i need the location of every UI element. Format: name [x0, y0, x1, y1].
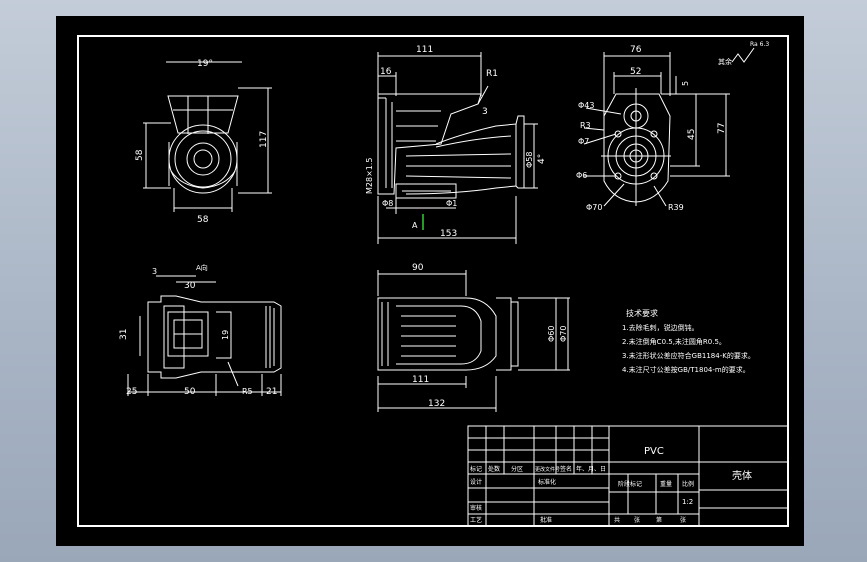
bottom-view: 90 Φ60 Φ70 111 132: [377, 263, 570, 412]
front-section-mark: A: [412, 221, 418, 230]
side-view: 76 52 5 Φ43 R3 Φ7 45 77 Φ6 Φ70 R39 其余 Ra…: [576, 41, 769, 212]
stage-mark: 阶段标记: [618, 480, 642, 488]
front-dia-left: M28×1.5: [365, 157, 374, 194]
a-width-top: 30: [184, 281, 196, 291]
top-height-left: 58: [135, 149, 145, 161]
front-overall-top: 111: [416, 45, 433, 55]
notes-item: 4.未注尺寸公差按GB/T1804-m的要求。: [622, 365, 750, 374]
front-dia-bottom-left: Φ8: [382, 199, 393, 208]
check-row: 审核: [470, 504, 482, 512]
weight-label: 重量: [660, 480, 672, 488]
a-offset-bottom-right: 21: [266, 387, 277, 397]
bottom-dia-inner: Φ60: [547, 326, 556, 342]
a-fillet: R5: [242, 387, 253, 396]
front-dia-right: Φ58: [525, 152, 534, 168]
side-height-inner: 45: [687, 129, 697, 140]
front-dia-bottom-right: Φ1: [446, 199, 457, 208]
a-height-left: 31: [119, 329, 129, 340]
notes-item: 2.未注倒角C0.5,未注圆角R0.5。: [622, 337, 726, 346]
material: PVC: [644, 446, 664, 457]
technical-notes: 技术要求 1.去除毛刺，锐边倒钝。 2.未注倒角C0.5,未注圆角R0.5。 3…: [622, 308, 755, 374]
front-taper: 4°: [537, 154, 547, 164]
sheet-word2: 张: [680, 516, 686, 524]
a-section-label: A向: [196, 263, 208, 272]
process-row: 工艺: [470, 516, 482, 524]
notes-item: 3.未注形状公差应符合GB1184-K的要求。: [622, 351, 755, 360]
side-r-base: R39: [668, 203, 684, 212]
sheet-word: 张: [634, 516, 640, 524]
count-col: 处数: [488, 465, 500, 473]
side-dia-small: Φ7: [578, 137, 589, 146]
bottom-width-mid: 111: [412, 375, 429, 385]
scale-value: 1:2: [682, 498, 693, 506]
bottom-width-bottom: 132: [428, 399, 445, 409]
side-width-outer: 76: [630, 45, 642, 55]
top-width: 58: [197, 215, 209, 225]
notes-item: 1.去除毛刺，锐边倒钝。: [622, 323, 699, 332]
side-dia-bolt: Φ6: [576, 171, 587, 180]
front-fillet-top: R1: [486, 69, 498, 79]
a-width-bottom: 50: [184, 387, 196, 397]
drawing-canvas: 19° 58 58 117 111 16 R1 3 M2: [56, 16, 804, 546]
side-dia-base: Φ70: [586, 203, 602, 212]
a-section-view: 3 A向 30 31 19 25 50 R5 21: [119, 263, 282, 397]
mark-col: 标记: [470, 465, 482, 473]
sheet-total: 共: [614, 516, 620, 524]
approve-row: 批准: [540, 516, 552, 524]
drawing-svg: 19° 58 58 117 111 16 R1 3 M2: [77, 35, 789, 527]
zone-col: 分区: [511, 465, 523, 473]
side-height-outer: 77: [717, 123, 727, 134]
front-view: 111 16 R1 3 M28×1.5 Φ58 4° Φ8 Φ1 153 A: [365, 45, 547, 244]
top-height-right: 117: [259, 131, 269, 148]
front-offset-top: 16: [380, 67, 392, 77]
side-r-left: R3: [580, 121, 591, 130]
side-gap: 5: [681, 81, 690, 86]
date-col: 年、月、日: [576, 465, 606, 473]
roughness-symbol: [731, 47, 755, 63]
side-roughness-value: Ra 6.3: [750, 41, 769, 48]
design-row: 设计: [470, 478, 482, 486]
notes-title: 技术要求: [626, 308, 658, 318]
side-width-inner: 52: [630, 67, 641, 77]
a-gap: 3: [152, 267, 157, 276]
front-slope-mark: 3: [482, 107, 488, 117]
front-overall-bottom: 153: [440, 229, 457, 239]
title-block: PVC 壳体 标记 处数 分区 更改文件号 签名 年、月、日 设计 标准化 审核…: [467, 425, 789, 527]
bottom-dia-outer: Φ70: [559, 326, 568, 342]
a-inner: 19: [221, 330, 230, 340]
inner-frame: [77, 35, 789, 527]
side-dia-top: Φ43: [578, 101, 594, 110]
side-roughness-label: 其余: [718, 57, 732, 66]
sign-col: 签名: [560, 465, 572, 473]
part-name: 壳体: [732, 469, 752, 482]
top-angle: 19°: [197, 59, 213, 69]
top-view: 19° 58 58 117: [135, 59, 272, 225]
sheet-num: 第: [656, 516, 662, 524]
bottom-width-top: 90: [412, 263, 424, 273]
scale-label: 比例: [682, 480, 694, 488]
std-row: 标准化: [538, 478, 556, 486]
change-col: 更改文件号: [535, 466, 560, 473]
a-offset-bottom-left: 25: [126, 387, 137, 397]
